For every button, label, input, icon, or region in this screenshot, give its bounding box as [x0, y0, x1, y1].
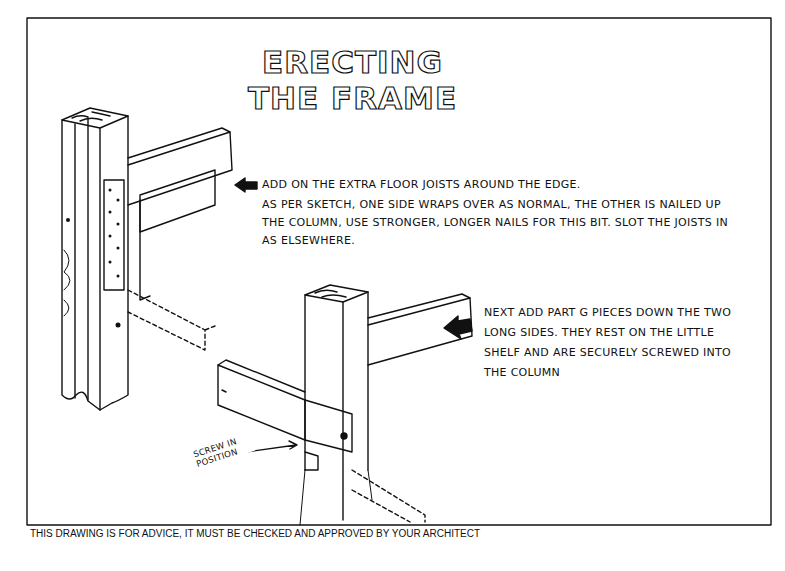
column-one	[62, 108, 232, 410]
disclaimer-note: THIS DRAWING IS FOR ADVICE, IT MUST BE C…	[30, 527, 770, 540]
column-two	[218, 285, 472, 525]
note-text: AS PER SKETCH, ONE SIDE WRAPS OVER AS NO…	[262, 196, 732, 250]
pointer-arrow	[444, 316, 472, 339]
note-text: NEXT ADD PART G PIECES DOWN THE TWO LONG…	[484, 303, 734, 383]
frame-border	[27, 18, 771, 525]
callout-label: SCREW IN POSITION	[192, 431, 255, 469]
pointer-arrow	[235, 178, 257, 192]
note-heading: ADD ON THE EXTRA FLOOR JOISTS AROUND THE…	[262, 176, 742, 194]
sheet-title: ERECTING THE FRAME	[225, 44, 480, 116]
